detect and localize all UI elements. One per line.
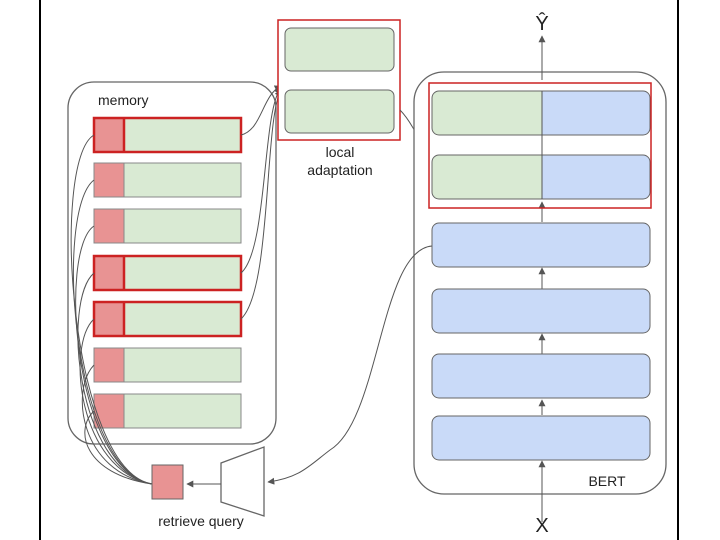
- memory-slot: [93, 208, 242, 244]
- bert-to-encoder-arrow: [267, 245, 433, 485]
- bert-layer: [431, 288, 651, 334]
- selection-curve: [240, 89, 282, 320]
- bert-label: BERT: [588, 473, 626, 489]
- memory-slot: [93, 347, 242, 383]
- local-adaptation-block: [284, 89, 395, 134]
- memory-slot-key: [93, 208, 125, 244]
- memory-slot: [92, 254, 243, 292]
- memory-label: memory: [98, 92, 149, 108]
- output-label: Ŷ: [535, 12, 548, 35]
- bert-layer-outline: [431, 154, 651, 200]
- retrieve-query-key: [151, 464, 184, 500]
- bert-layer-outline: [431, 90, 651, 136]
- retrieval-connections: [70, 134, 153, 485]
- bert-group: BERT: [413, 35, 667, 522]
- memory-slot: [92, 300, 243, 338]
- bert-adapted-layer: [431, 154, 651, 200]
- memory-slot-key: [93, 117, 125, 153]
- selection-connections: [240, 85, 282, 320]
- local-adaptation-block: [284, 27, 395, 72]
- memory-slot: [93, 162, 242, 198]
- bert-layer-adapted-left: [432, 91, 542, 135]
- memory-slot-key: [93, 301, 125, 337]
- bert-adapted-layer: [431, 90, 651, 136]
- local-adaptation-label-line2: adaptation: [307, 162, 372, 178]
- retrieval-curve: [79, 318, 153, 485]
- retrieval-curve: [84, 410, 153, 485]
- bert-layer-adapted-left: [432, 155, 542, 199]
- retrieve-query-label: retrieve query: [158, 513, 244, 529]
- memory-group: memory: [67, 81, 277, 445]
- memory-slot-key: [93, 347, 125, 383]
- query-encoder: [220, 446, 265, 517]
- bert-layer: [431, 222, 651, 268]
- bert-layer: [431, 415, 651, 461]
- input-label: X: [535, 515, 548, 537]
- retrieval-curve: [81, 364, 153, 485]
- retrieval-curve: [77, 272, 153, 485]
- memory-slot: [92, 116, 243, 154]
- local-adaptation-group: local adaptation: [277, 19, 401, 178]
- adapted-layers-highlight: [428, 82, 652, 209]
- memory-slot-key: [93, 393, 125, 429]
- memory-slot: [93, 393, 242, 429]
- selection-curve: [240, 87, 282, 274]
- local-adaptation-label-line1: local: [326, 144, 355, 160]
- memory-slot-key: [93, 162, 125, 198]
- bert-layer: [431, 353, 651, 399]
- memory-slot-key: [93, 255, 125, 291]
